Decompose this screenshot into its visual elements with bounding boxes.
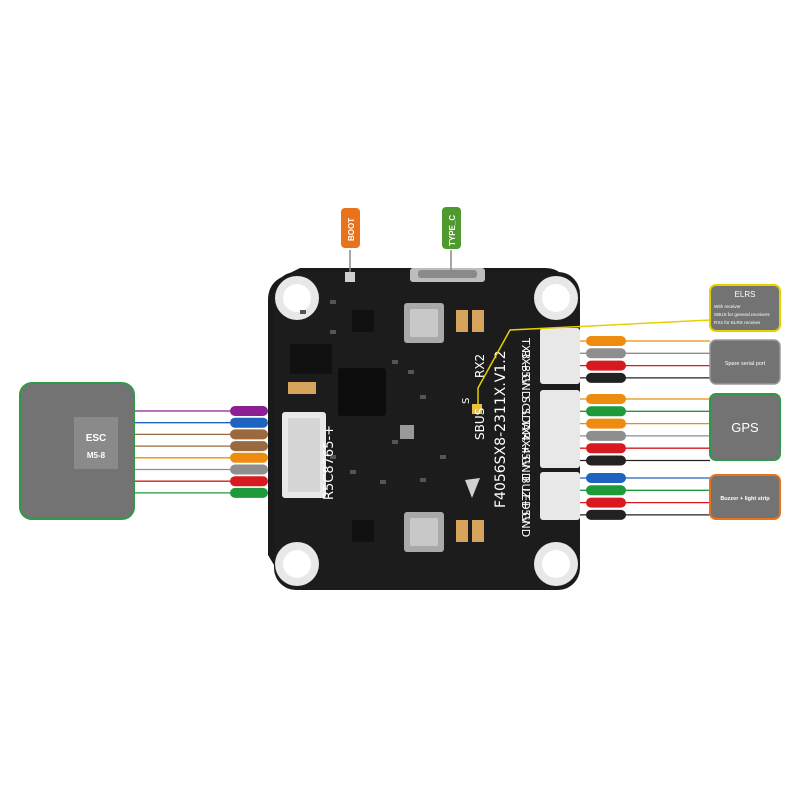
gps-pin-label: +5V <box>519 444 532 468</box>
esc-box: ESC M5-8 <box>19 382 135 520</box>
gps-pin-label: GND <box>519 456 532 481</box>
esc-title: ESC <box>86 433 107 444</box>
elrs-line-1: With receiver <box>714 304 741 309</box>
flight-controller-board: F4056SX8-2311X.V1.2 R5C8765-+ SBUS RX2 S… <box>268 268 580 590</box>
esc-pin-label: R5C8765-+ <box>322 425 337 500</box>
gps-pin-label: SDA <box>519 408 532 431</box>
mcu-chip <box>338 368 386 416</box>
usb-c-socket <box>418 270 477 278</box>
buzzer-wire-cap-black <box>586 509 626 520</box>
spare-serial-label: Spare serial port <box>725 361 766 367</box>
buzzer-box: Buzzer + light strip <box>709 474 781 520</box>
sensor-chip <box>400 425 414 439</box>
esc-wire-cap-gray <box>230 464 268 475</box>
uart3-pin-label: TX3 <box>519 337 532 359</box>
gps-wire-cap-gray <box>586 430 626 441</box>
buzzer-wire-cap-green <box>586 485 626 496</box>
buzzer-wires <box>560 477 710 516</box>
uart3-pin-label: +5V <box>519 362 532 386</box>
buzzer-pin-label: +5V <box>519 500 532 524</box>
board-body <box>274 272 580 590</box>
boot-tag-label: BOOT <box>347 218 356 241</box>
elrs-line-3: RX2 for ELRS receiver <box>714 320 761 325</box>
esc-wire-caps <box>230 406 268 498</box>
type-c-tag-bg <box>442 207 461 249</box>
gps-wire-cap-black <box>586 455 626 466</box>
type-c-tag-label: TYPE_C <box>448 215 457 246</box>
buzzer-wire-cap-blue <box>586 473 626 483</box>
gps-pin-label: TX4 <box>519 419 532 441</box>
capacitor <box>456 520 468 542</box>
mount-hole-top-left <box>275 276 319 320</box>
boot-tag-bg <box>341 208 360 248</box>
gps-connector <box>540 390 580 468</box>
type-c-tag: TYPE_C <box>442 207 461 272</box>
spare-wire-cap-black <box>586 372 626 383</box>
gps-box: GPS <box>709 393 781 461</box>
esc-wire-cap-purple <box>230 406 268 416</box>
esc-wire-cap-brown <box>230 441 268 452</box>
spare-wire-cap-gray <box>586 348 626 359</box>
brand-logo <box>465 478 480 498</box>
sbus-pad <box>472 404 482 414</box>
mosfet <box>290 344 332 374</box>
capacitor <box>288 382 316 394</box>
gps-label: GPS <box>731 420 759 435</box>
board-model-label: F4056SX8-2311X.V1.2 <box>493 350 509 508</box>
spare-wire-cap-red <box>586 360 626 371</box>
capacitor <box>472 520 484 542</box>
boot-button <box>345 272 355 282</box>
gps-wire-cap-red <box>586 443 626 454</box>
elrs-line-2: SBUS for general receivers <box>714 312 770 317</box>
gps-wire-cap-green <box>586 406 626 417</box>
gps-pin-label: SCL <box>519 396 532 418</box>
pad-s-label: S <box>461 398 472 404</box>
regulator-chip <box>352 310 374 332</box>
elrs-title: ELRS <box>735 290 756 299</box>
buzzer-wire-cap-red <box>586 497 626 508</box>
capacitor <box>472 310 484 332</box>
buzzer-led-connector <box>540 472 580 520</box>
capacitor <box>456 310 468 332</box>
spare-serial-box: Spare serial port <box>709 339 781 385</box>
buzzer-pin-label: LED <box>519 488 532 510</box>
elrs-box: ELRS With receiver SBUS for general rece… <box>709 284 781 332</box>
gps-wires <box>560 398 710 462</box>
mount-hole-bottom-right <box>534 542 578 586</box>
boot-tag: BOOT <box>341 208 360 272</box>
gps-pin-label: RX4 <box>519 432 532 454</box>
uart3-connector <box>540 328 580 384</box>
smd-components <box>300 300 446 484</box>
spare-serial-wires <box>560 340 710 379</box>
esc-wire-cap-orange <box>230 452 268 463</box>
uart3-pin-label: GND <box>519 374 532 399</box>
sbus-label: SBUS <box>473 408 487 440</box>
esc-subtitle: M5-8 <box>87 451 106 460</box>
esc-wire-cap-red <box>230 476 268 487</box>
spare-wire-caps <box>586 336 626 383</box>
gps-wire-cap-orange <box>586 394 626 404</box>
esc-label-panel <box>74 417 118 469</box>
rx2-label: RX2 <box>473 354 487 378</box>
regulator-chip <box>352 520 374 542</box>
esc-wire-cap-green <box>230 487 268 498</box>
esc-wire-cap-blue <box>230 417 268 428</box>
gps-wire-caps <box>586 394 626 466</box>
esc-wire-cap-brown <box>230 429 268 440</box>
mount-hole-bottom-left <box>275 542 319 586</box>
buzzer-wire-caps <box>586 473 626 520</box>
elrs-pointer-line <box>477 319 711 409</box>
spare-wire-cap-orange <box>586 336 626 346</box>
buzzer-pin-label: GND <box>519 512 532 537</box>
buzzer-pin-label: BUZ <box>519 476 532 499</box>
mount-hole-top-right <box>534 276 578 320</box>
uart3-pin-label: RX3 <box>519 350 532 372</box>
buzzer-label: Buzzer + light strip <box>720 496 770 502</box>
gps-wire-cap-orange <box>586 418 626 429</box>
